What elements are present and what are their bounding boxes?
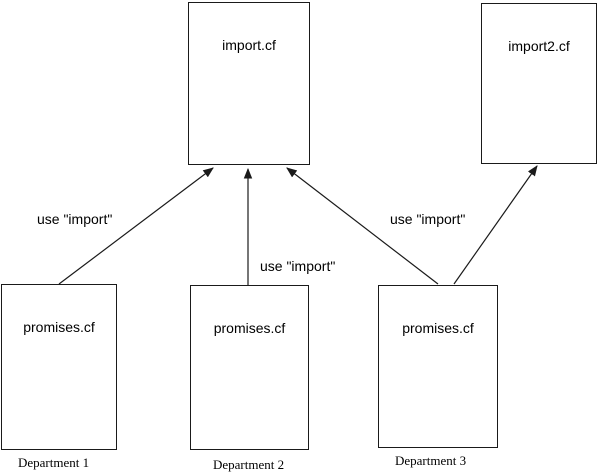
node-promises-dept1: promises.cf	[1, 284, 117, 450]
edge-label-use-import-middle: use "import"	[260, 258, 336, 274]
edge-label-use-import-left: use "import"	[37, 211, 113, 227]
node-label-promises-dept3: promises.cf	[402, 320, 474, 336]
caption-department-3: Department 3	[395, 453, 467, 468]
node-label-import-cf: import.cf	[222, 37, 276, 53]
caption-department-2: Department 2	[213, 457, 285, 472]
caption-department-1: Department 1	[18, 455, 90, 470]
node-label-promises-dept2: promises.cf	[213, 320, 286, 336]
edge-label-use-import-right: use "import"	[390, 211, 466, 227]
node-import-cf: import.cf	[188, 2, 310, 165]
node-label-promises-dept1: promises.cf	[23, 319, 95, 335]
node-import2-cf: import2.cf	[481, 3, 597, 164]
node-promises-dept3: promises.cf	[378, 285, 498, 448]
node-label-import2-cf: import2.cf	[508, 38, 570, 54]
edge-dept3-to-import2	[453, 165, 538, 285]
node-promises-dept2: promises.cf	[190, 285, 309, 450]
